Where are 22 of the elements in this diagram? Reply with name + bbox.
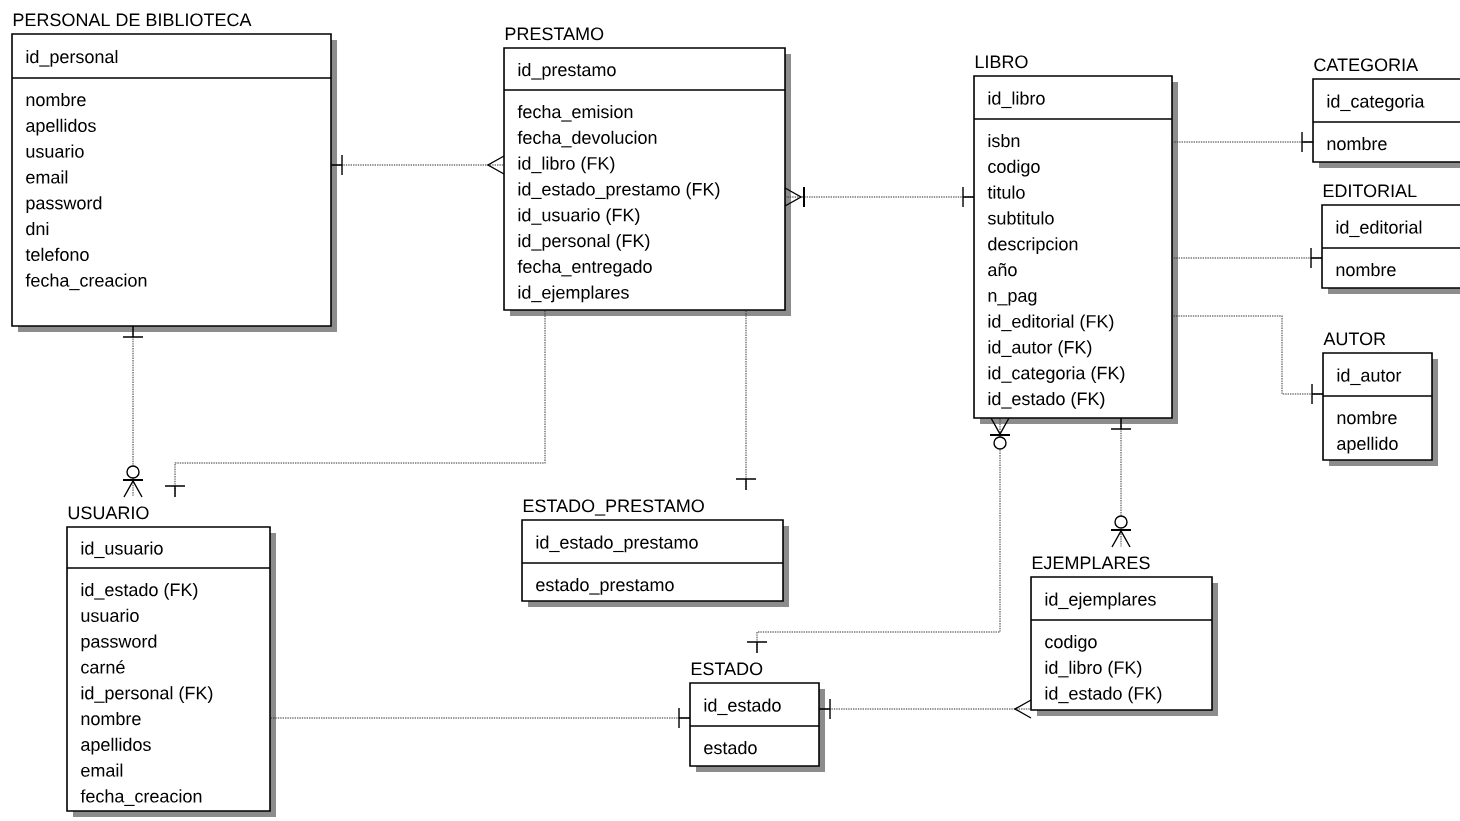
entity-title: AUTOR	[1323, 332, 1386, 346]
relationship-line	[164, 309, 546, 498]
entity-title: CATEGORIA	[1314, 58, 1419, 72]
entity-title: ESTADO	[691, 662, 763, 676]
entity-title: EJEMPLARES	[1032, 556, 1150, 570]
relationship-line	[784, 186, 975, 208]
relationship-line	[1110, 417, 1132, 548]
relationship-line	[1171, 247, 1323, 269]
entity-title: LIBRO	[975, 55, 1028, 69]
relationship-line	[818, 698, 1032, 720]
relationship-line	[735, 309, 757, 491]
relationship-line	[746, 417, 1010, 654]
relationship-line	[1171, 131, 1314, 153]
entity-title: ESTADO_PRESTAMO	[523, 499, 704, 516]
entity-title: USUARIO	[68, 506, 149, 520]
entity-title: EDITORIAL	[1323, 184, 1417, 198]
entity-title: PRESTAMO	[505, 27, 604, 41]
relationship-line	[122, 325, 144, 498]
relationship-line	[269, 707, 691, 729]
relationship-line	[1171, 315, 1324, 405]
entity-title: PERSONAL DE BIBLIOTECA	[13, 13, 252, 27]
relationship-line	[330, 154, 505, 176]
